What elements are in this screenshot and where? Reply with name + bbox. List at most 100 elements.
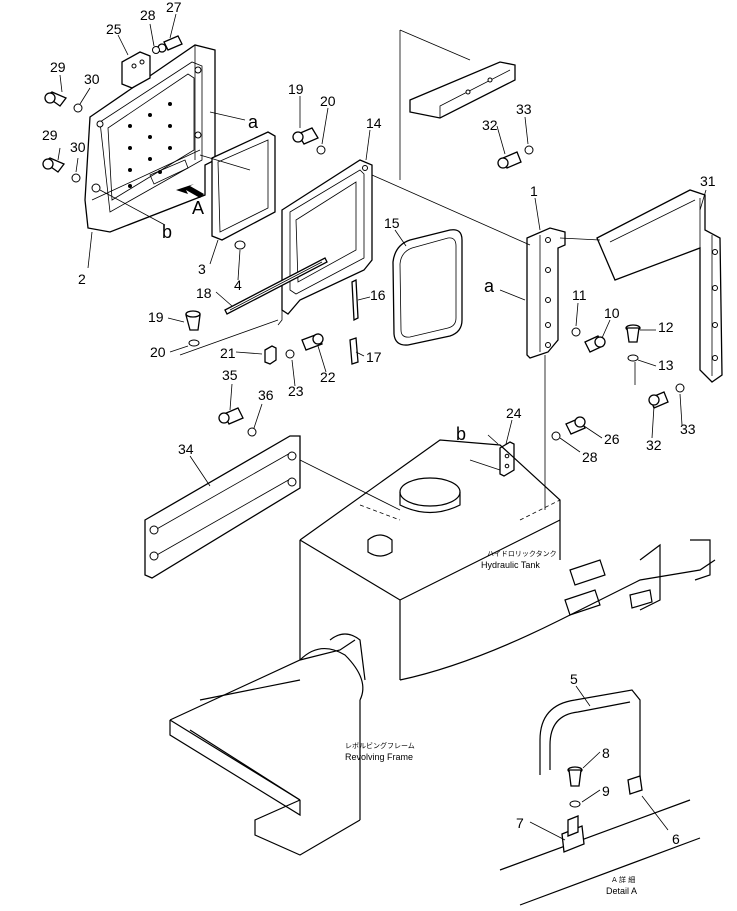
callout-19-upper: 19 [288,81,304,97]
washer-11 [571,327,581,337]
detail-a-view [499,689,701,906]
post-1 [526,227,566,359]
callout-20-upper: 20 [320,93,336,109]
callout-28-top: 28 [140,7,156,23]
assembly-lines [99,29,636,511]
callout-3: 3 [198,261,206,277]
bolt-29-upper [44,91,68,107]
ref-a-right: a [484,276,495,296]
upper-bracket [409,61,516,119]
callout-33-upper: 33 [516,101,532,117]
callout-16: 16 [370,287,386,303]
bracket-24 [499,441,515,477]
detail-a-label: Detail A [606,886,637,896]
washer-33-upper [524,145,534,155]
callout-11: 11 [572,287,587,303]
callout-22: 22 [320,369,336,385]
callout-23: 23 [288,383,304,399]
leader-lines [57,13,707,841]
bolt-22 [301,333,324,351]
callout-28-right: 28 [582,449,598,465]
strip-17 [349,337,359,365]
callout-29-upper: 29 [50,59,66,75]
bracket-25 [121,51,151,89]
callout-29-lower: 29 [42,127,58,143]
washer-20-upper [316,145,326,155]
washer-28-right [551,431,561,441]
callout-24: 24 [506,405,522,421]
component-labels: ハイドロリックタンク Hydraulic Tank レボルビングフレーム Rev… [345,549,637,896]
bolt-27 [157,35,183,53]
ref-b-left: b [162,222,172,242]
callout-15: 15 [384,215,400,231]
washer-20-lower [188,339,200,347]
callout-34: 34 [178,441,194,457]
cover-panel-2 [84,44,216,233]
ref-view-A: A [192,198,204,218]
bolt-32-upper [497,151,522,169]
callout-32-upper: 32 [482,117,498,133]
callout-36: 36 [258,387,274,403]
strip-16 [351,278,359,322]
callout-7: 7 [516,815,524,831]
callout-labels: 1 2 3 4 5 6 7 8 9 10 11 12 13 14 15 16 1… [42,0,716,847]
bolt-29-lower [42,157,66,173]
ref-a-left: a [248,112,259,132]
washer-13 [627,354,639,362]
revolving-frame [169,539,716,856]
bolt-26 [565,416,586,435]
callout-10: 10 [604,305,620,321]
callout-8: 8 [602,745,610,761]
ref-b-right: b [456,424,466,444]
callout-5: 5 [570,671,578,687]
bolt-32-lower [648,391,669,409]
washer-23 [285,349,295,359]
bolt-12 [625,324,641,343]
door-frame-14 [277,159,373,326]
revolving-frame-label: Revolving Frame [345,752,413,762]
washer-30-lower [71,173,81,183]
hydraulic-tank-jp-label: ハイドロリックタンク [487,549,557,558]
revolving-frame-jp-label: レボルビングフレーム [345,741,415,750]
callout-30-lower: 30 [70,139,86,155]
callout-26: 26 [604,431,620,447]
callout-33-lower: 33 [680,421,696,437]
bolt-10 [584,335,606,353]
callout-31: 31 [700,173,716,189]
bolt-19-upper [292,127,319,145]
washer-28-top [152,46,160,54]
plate-34 [144,435,301,579]
bolt-35 [218,407,244,425]
callout-18: 18 [196,285,212,301]
callout-35: 35 [222,367,238,383]
view-arrow-A [176,184,204,198]
callout-13: 13 [658,357,674,373]
callout-30-upper: 30 [84,71,100,87]
callout-19-lower: 19 [148,309,164,325]
detail-a-jp-label: A 詳 細 [612,875,635,884]
callout-25: 25 [106,21,122,37]
reference-letters: a a b b A [162,112,495,444]
callout-1: 1 [530,183,538,199]
grommet-4 [234,240,246,250]
callout-14: 14 [366,115,382,131]
callout-4: 4 [234,277,242,293]
seal-15 [392,229,463,346]
clip-21 [264,345,277,365]
callout-17: 17 [366,349,382,365]
callout-32-lower: 32 [646,437,662,453]
strip-18 [224,257,328,315]
hydraulic-tank [299,439,561,680]
callout-27: 27 [166,0,182,15]
callout-20-lower: 20 [150,344,166,360]
callout-9: 9 [602,783,610,799]
washer-36 [247,427,257,437]
plate-3 [211,131,276,241]
callout-2: 2 [78,271,86,287]
callout-12: 12 [658,319,674,335]
bolt-19-lower [185,310,201,331]
washer-30-upper [73,103,83,113]
hydraulic-tank-label: Hydraulic Tank [481,560,540,570]
callout-21: 21 [220,345,236,361]
